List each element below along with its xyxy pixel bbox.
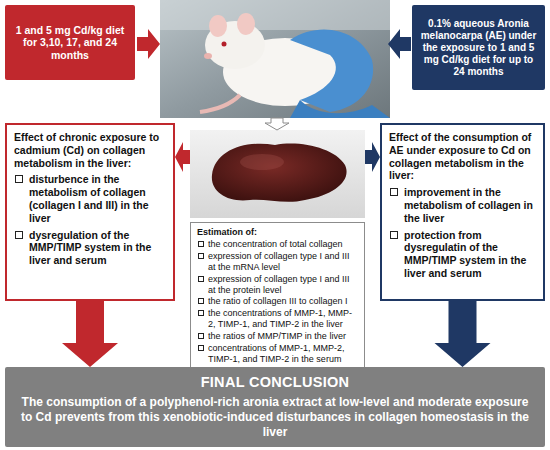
bullet-item: disturbence in the metabolism of collage… [14,173,166,224]
bullet-item: concentrations of MMP-1, MMP-2, TIMP-1, … [197,343,358,365]
estimation-box: Estimation of:the concentration of total… [190,222,365,370]
bullet-item: the ratio of collagen III to collagen I [197,296,358,307]
checkbox-bullet [198,310,204,316]
bullet-item: the ratios of MMP/TIMP in the liver [197,331,358,342]
bullet-text: the ratios of MMP/TIMP in the liver [208,331,346,341]
box-heading: Estimation of: [197,227,358,238]
conclusion-box: FINAL CONCLUSION The consumption of a pol… [5,367,545,447]
output-arrow [365,142,380,172]
bullet-item: expression of collagen type I and III at… [197,274,358,296]
box-heading: Effect of chronic exposure to cadmium (C… [14,131,166,169]
checkbox-bullet [390,231,398,239]
bullet-item: protection from dysregulatin of the MMP/… [389,229,536,280]
box-heading: Effect of the consumption of AE under ex… [389,131,536,182]
checkbox-bullet [15,231,23,239]
bullet-item: improvement in the metabolism of collage… [389,186,536,224]
bullet-item: expression of collagen type I and III at… [197,251,358,273]
checkbox-bullet [198,298,204,304]
bullet-text: improvement in the metabolism of collage… [404,186,533,224]
checkbox-bullet [15,175,23,183]
bullet-text: concentrations of MMP-1, MMP-2, TIMP-1, … [208,343,345,364]
conclusion-heading: FINAL CONCLUSION [19,373,531,391]
checkbox-bullet [198,253,204,259]
flow-arrow [265,118,289,130]
text-group: 0.1% aqueous Aronia melanocarpa (AE) und… [417,18,540,78]
bullet-item: the concentrations of MMP-1, MMP-2, TIMP… [197,308,358,330]
text-group: Effect of the consumption of AE under ex… [389,131,536,280]
box-text: 0.1% aqueous Aronia melanocarpa (AE) und… [417,18,540,78]
bullet-item: the concentration of total collagen [197,239,358,250]
bullet-text: the concentrations of MMP-1, MMP-2, TIMP… [208,308,352,329]
bullet-text: protection from dysregulatin of the MMP/… [404,229,526,279]
text-group: Effect of chronic exposure to cadmium (C… [14,131,166,267]
box-text: 1 and 5 mg Cd/kg diet for 3,10, 17, and … [11,24,129,62]
bullet-text: expression of collagen type I and III at… [208,251,350,272]
bullet-text: dysregulation of the MMP/TIMP system in … [29,229,151,267]
checkbox-bullet [390,188,398,196]
text-group: Estimation of:the concentration of total… [197,227,358,365]
conclusion-text: The consumption of a polyphenol-rich aro… [19,395,531,440]
input-arrow [137,29,160,59]
checkbox-bullet [198,345,204,351]
treatment-box: 1 and 5 mg Cd/kg diet for 3,10, 17, and … [5,5,135,80]
rat-photo [160,0,390,118]
bullet-text: expression of collagen type I and III at… [208,274,350,295]
bullet-text: the concentration of total collagen [208,239,343,249]
block-arrow [62,301,118,367]
block-arrow [435,301,491,367]
effect-box: Effect of chronic exposure to cadmium (C… [5,123,175,301]
bullet-text: disturbence in the metabolism of collage… [29,173,149,223]
checkbox-bullet [198,333,204,339]
checkbox-bullet [198,276,204,282]
text-group: FINAL CONCLUSION The consumption of a pol… [19,373,531,440]
effect-box: Effect of the consumption of AE under ex… [380,123,545,301]
checkbox-bullet [198,241,204,247]
treatment-box: 0.1% aqueous Aronia melanocarpa (AE) und… [412,5,545,90]
output-arrow [175,142,190,172]
input-arrow [388,29,411,59]
liver-photo [190,130,365,218]
bullet-text: the ratio of collagen III to collagen I [208,296,348,306]
bullet-item: dysregulation of the MMP/TIMP system in … [14,229,166,267]
text-group: 1 and 5 mg Cd/kg diet for 3,10, 17, and … [11,24,129,62]
